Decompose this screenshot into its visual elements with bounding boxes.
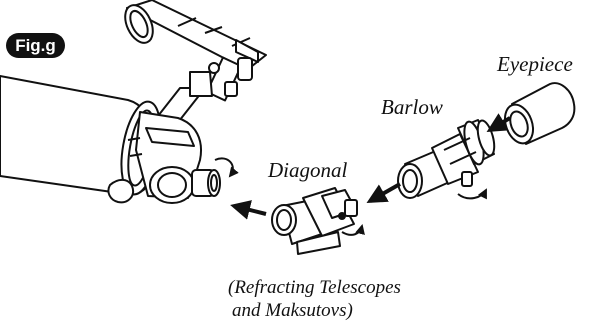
diagonal-label: Diagonal: [268, 158, 347, 183]
figure-caption: (Refracting Telescopes and Maksutovs): [228, 276, 401, 322]
eyepiece-part: [500, 83, 574, 147]
barlow-part: [398, 119, 497, 199]
caption-line-1: (Refracting Telescopes: [228, 276, 401, 299]
eyepiece-label: Eyepiece: [497, 52, 573, 77]
arrow-diagonal-to-focuser: [234, 206, 266, 214]
caption-line-2: and Maksutovs): [228, 299, 401, 322]
figure-badge: Fig.g: [6, 33, 65, 58]
barlow-label: Barlow: [381, 95, 443, 120]
telescope-assembly: [0, 0, 266, 203]
arrow-barlow-to-diagonal: [370, 184, 400, 201]
diagonal-part: [272, 188, 362, 254]
